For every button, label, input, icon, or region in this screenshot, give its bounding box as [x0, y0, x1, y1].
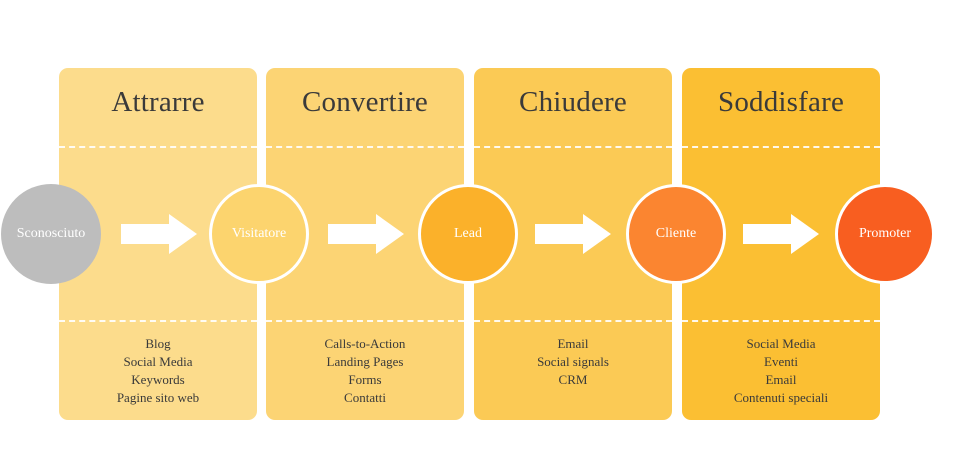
right-arrow-icon — [121, 214, 197, 254]
stage-item: Forms — [348, 372, 382, 387]
stage-item: Keywords — [131, 372, 185, 387]
stage-title: Chiudere — [519, 86, 627, 118]
stage-item: Email — [765, 372, 797, 387]
divider — [59, 146, 257, 148]
divider — [266, 146, 464, 148]
divider — [474, 320, 672, 322]
stage-items: Social Media Eventi Email Contenuti spec… — [682, 335, 880, 407]
stage-item: Contenuti speciali — [733, 390, 829, 405]
node-label: Cliente — [655, 226, 697, 241]
node-sconosciuto: Sconosciuto — [1, 184, 101, 284]
node-lead: Lead — [418, 184, 518, 284]
stage-items: Blog Social Media Keywords Pagine sito w… — [59, 335, 257, 407]
node-promoter: Promoter — [835, 184, 935, 284]
stage-item: CRM — [558, 372, 588, 387]
divider — [474, 146, 672, 148]
stage-item: Email — [557, 336, 589, 351]
right-arrow-icon — [743, 214, 819, 254]
node-label: Sconosciuto — [16, 226, 86, 241]
stage-item: Social Media — [123, 354, 193, 369]
stage-items: Calls-to-Action Landing Pages Forms Cont… — [266, 335, 464, 407]
stage-item: Contatti — [344, 390, 386, 405]
node-label: Promoter — [858, 226, 912, 241]
stage-item: Landing Pages — [326, 354, 404, 369]
node-cliente: Cliente — [626, 184, 726, 284]
stage-item: Social Media — [746, 336, 816, 351]
divider — [682, 146, 880, 148]
node-label: Lead — [454, 226, 482, 241]
stage-items: Email Social signals CRM — [474, 335, 672, 389]
stage-item: Eventi — [764, 354, 798, 369]
divider — [266, 320, 464, 322]
stage-title: Convertire — [301, 86, 428, 118]
stage-item: Social signals — [537, 354, 609, 369]
stage-item: Calls-to-Action — [324, 336, 406, 351]
stage-item: Pagine sito web — [116, 390, 200, 405]
node-label: Visitatore — [231, 226, 287, 241]
right-arrow-icon — [328, 214, 404, 254]
stage-item: Blog — [145, 336, 171, 351]
divider — [59, 320, 257, 322]
stage-title: Attrarre — [111, 86, 205, 118]
stage-title: Soddisfare — [717, 86, 845, 118]
node-visitatore: Visitatore — [209, 184, 309, 284]
divider — [682, 320, 880, 322]
right-arrow-icon — [535, 214, 611, 254]
